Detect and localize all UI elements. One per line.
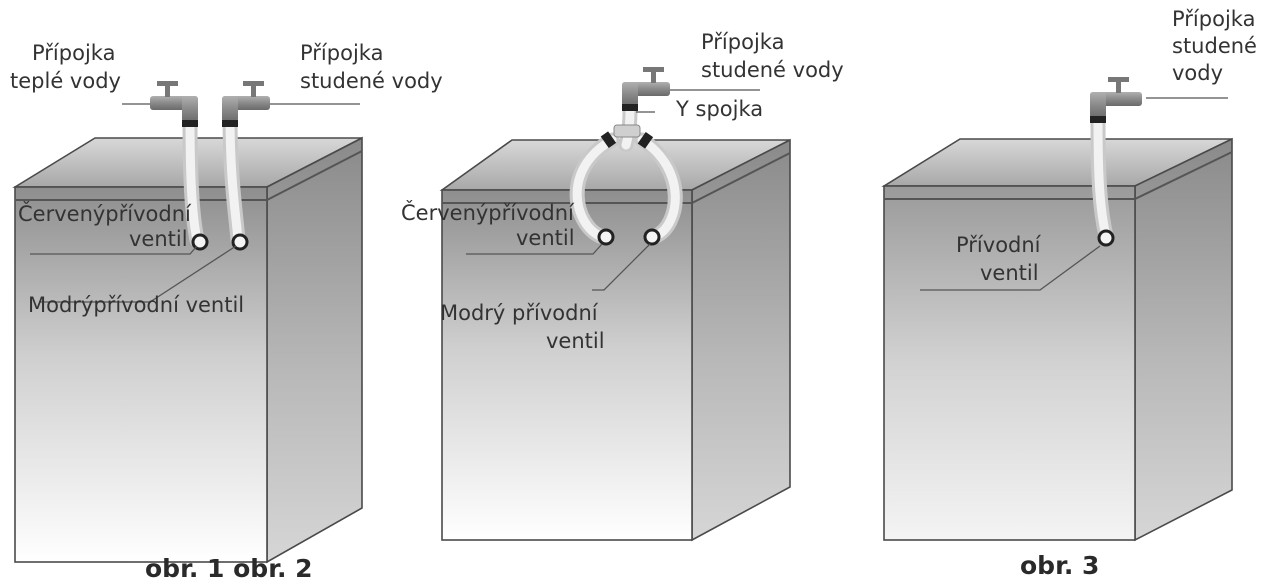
fig2-cabinet-side: [691, 138, 791, 542]
fig1-hot-connection-label: Přípojka teplé vody: [10, 41, 122, 93]
fig2-red-valve-icon: [597, 228, 615, 246]
fig3-cold-tap-icon: [1090, 77, 1142, 123]
fig1-blue-valve-label: Modrýpřívodní ventil: [28, 293, 244, 317]
fig3-inlet-valve-icon: [1097, 229, 1115, 247]
fig3-cold-connection-label: Přípojka studené vody: [1172, 7, 1264, 85]
fig2-dishwasher: [439, 138, 791, 542]
fig1-dishwasher: [12, 136, 363, 564]
fig1-cold-tap-icon: [222, 81, 270, 127]
fig3-leaders: [920, 97, 1228, 291]
fig1-hot-tap-icon: [150, 81, 198, 127]
fig2-red-valve-label: Červenýpřívodní ventil: [401, 200, 581, 250]
fig2-cabinet-front: [441, 189, 693, 541]
fig3-cabinet-side: [1134, 137, 1233, 542]
fig1-red-valve-icon: [191, 233, 209, 251]
fig2-y-connector-icon: [600, 124, 654, 149]
caption-fig12: obr. 1 obr. 2: [145, 554, 313, 582]
fig1-valves: [191, 233, 249, 251]
fig1-red-valve-label: Červenýpřívodní ventil: [18, 201, 198, 251]
fig1-hoses: [182, 107, 246, 248]
fig2-blue-valve-label: Modrý přívodní ventil: [440, 301, 605, 353]
fig2-cold-connection-label: Přípojka studené vody: [701, 30, 844, 82]
fig2-y-connector-label: Y spojka: [675, 97, 763, 121]
caption-fig3: obr. 3: [1020, 551, 1099, 580]
fig2-cold-tap-icon: [622, 67, 670, 111]
fig2-leaders: [466, 89, 760, 291]
fig3-hose: [1090, 112, 1114, 244]
fig1-cabinet-front: [14, 186, 268, 563]
fig3-inlet-valve-label: Přívodní ventil: [956, 233, 1047, 285]
fig3-cabinet-front: [883, 185, 1136, 541]
fig2-valves: [597, 228, 661, 246]
fig1-leaders: [30, 103, 360, 303]
fig3-dishwasher: [881, 137, 1233, 542]
fig1-blue-valve-icon: [231, 233, 249, 251]
fig1-cabinet-side: [266, 136, 363, 564]
fig1-cold-connection-label: Přípojka studené vody: [300, 41, 443, 93]
fig2-blue-valve-icon: [643, 228, 661, 246]
